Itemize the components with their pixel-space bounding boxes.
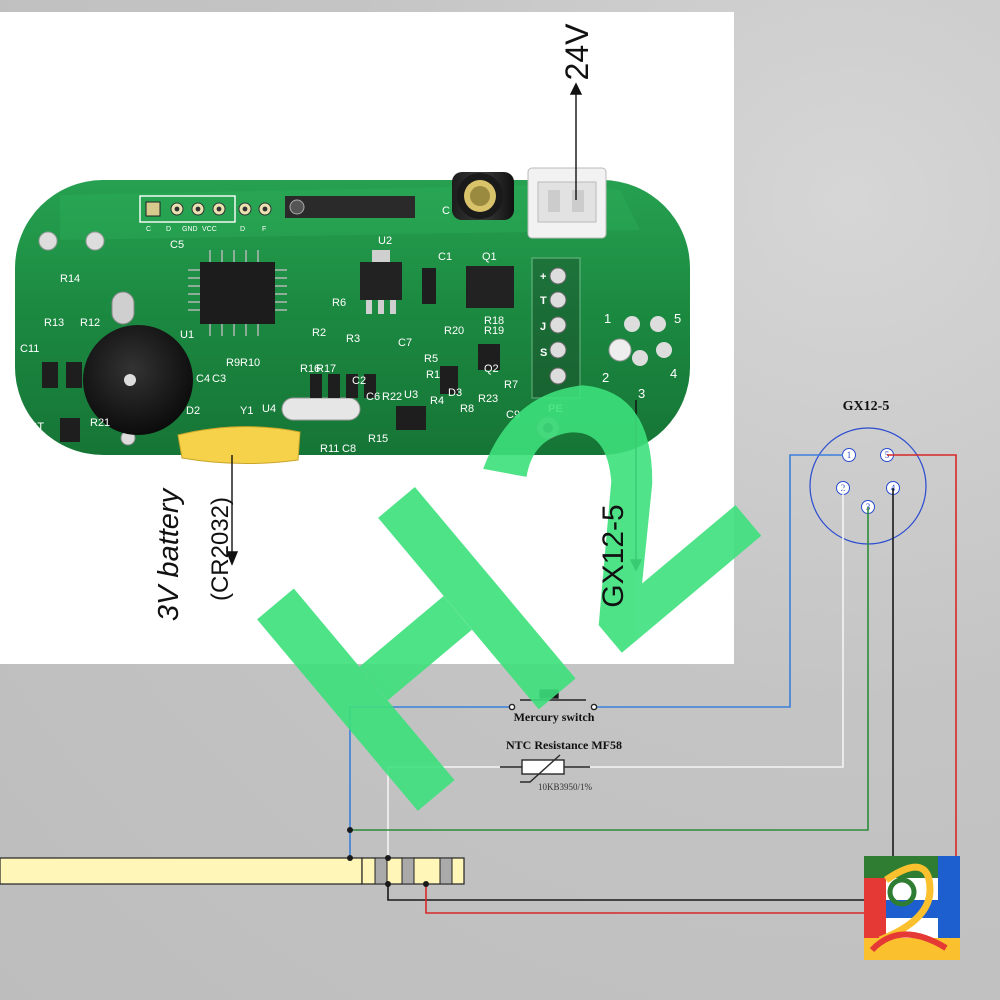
- svg-text:4: 4: [670, 366, 677, 381]
- buzzer: [83, 325, 193, 435]
- svg-text:Q1: Q1: [482, 251, 497, 263]
- pcb-designators: C5 R14 R13 R12 C11 U1 R10 R9 C3 C4 D2 BT…: [20, 205, 520, 455]
- svg-text:U4: U4: [262, 403, 276, 415]
- svg-text:+: +: [540, 271, 546, 283]
- svg-text:D2: D2: [186, 405, 200, 417]
- svg-text:2: 2: [602, 370, 609, 385]
- svg-text:U1: U1: [180, 329, 194, 341]
- svg-text:R22: R22: [382, 391, 402, 403]
- wire-junction-dots: [347, 827, 429, 887]
- voltage-regulator: [360, 250, 402, 314]
- svg-text:R9: R9: [226, 357, 240, 369]
- svg-text:D: D: [240, 226, 245, 233]
- wire-green: [350, 507, 869, 831]
- svg-text:3: 3: [638, 386, 645, 401]
- svg-text:C: C: [146, 226, 151, 233]
- microcontroller-chip: [188, 250, 287, 336]
- label-gx12-5-photo: GX12-5: [597, 504, 630, 608]
- connector-title: GX12-5: [843, 399, 890, 414]
- svg-text:C3: C3: [212, 373, 226, 385]
- svg-text:R5: R5: [424, 353, 438, 365]
- svg-text:R13: R13: [44, 317, 64, 329]
- svg-text:VCC: VCC: [202, 226, 217, 233]
- svg-text:BT: BT: [30, 421, 44, 433]
- svg-text:C2: C2: [352, 375, 366, 387]
- transistor-q1: [466, 266, 514, 308]
- header-pins: [139, 195, 272, 223]
- svg-text:C: C: [442, 205, 450, 217]
- svg-text:R18: R18: [484, 315, 504, 327]
- svg-text:R15: R15: [368, 433, 388, 445]
- label-cr2032: (CR2032): [207, 496, 234, 602]
- ntc-thermistor-symbol: [500, 754, 590, 783]
- svg-text:R11: R11: [320, 443, 339, 455]
- mercury-switch-label: Mercury switch: [514, 710, 595, 724]
- svg-text:R17: R17: [316, 363, 336, 375]
- svg-text:C7: C7: [398, 337, 412, 349]
- svg-text:C6: C6: [366, 391, 380, 403]
- smd-components: [42, 268, 500, 442]
- svg-text:R6: R6: [332, 297, 346, 309]
- temperature-probe: [0, 857, 465, 885]
- svg-text:S: S: [540, 347, 547, 359]
- svg-text:U2: U2: [378, 235, 392, 247]
- svg-text:F: F: [262, 226, 266, 233]
- electrolytic-capacitor: [452, 172, 514, 220]
- svg-text:R7: R7: [504, 379, 518, 391]
- svg-text:Y1: Y1: [240, 405, 253, 417]
- label-3v-battery: 3V battery: [153, 488, 185, 622]
- svg-text:R8: R8: [460, 403, 474, 415]
- battery-holder: [177, 426, 301, 465]
- svg-text:1: 1: [847, 450, 852, 460]
- svg-text:C5: C5: [170, 239, 184, 251]
- gx12-pin-numbers: 1 5 2 4 3: [841, 450, 896, 512]
- svg-text:GND: GND: [182, 226, 198, 233]
- svg-text:5: 5: [674, 311, 681, 326]
- wire-white: [590, 488, 844, 768]
- svg-text:R21: R21: [90, 417, 110, 429]
- pcb-silk-header-labels: C D GND VCC D F: [146, 226, 266, 233]
- svg-text:R4: R4: [430, 395, 444, 407]
- svg-text:T: T: [540, 295, 547, 307]
- wire-blue: [596, 454, 843, 708]
- wire-red: [425, 454, 957, 914]
- svg-text:U3: U3: [404, 389, 418, 401]
- svg-text:R1: R1: [426, 369, 440, 381]
- svg-text:C8: C8: [342, 443, 356, 455]
- svg-text:C1: C1: [438, 251, 452, 263]
- terminal-strip: [531, 257, 581, 399]
- gx12-pcb-pads: [608, 316, 672, 366]
- svg-text:R14: R14: [60, 273, 80, 285]
- svg-text:C11: C11: [20, 343, 39, 355]
- gx12-pcb-pin-numbers: 1 5 2 4 3: [602, 311, 681, 401]
- svg-text:R12: R12: [80, 317, 100, 329]
- svg-text:C4: C4: [196, 373, 210, 385]
- power-connector-24v: [527, 167, 607, 239]
- svg-text:D3: D3: [448, 387, 462, 399]
- label-24v: 24V: [559, 23, 595, 81]
- h2-logo: [864, 856, 960, 960]
- svg-text:Q2: Q2: [484, 363, 499, 375]
- svg-text:R3: R3: [346, 333, 360, 345]
- crystal-oscillator: [281, 397, 361, 421]
- display-pin-row: [285, 196, 415, 218]
- svg-text:D: D: [166, 226, 171, 233]
- h2-watermark: [257, 385, 762, 811]
- svg-text:1: 1: [604, 311, 611, 326]
- svg-text:R19: R19: [484, 325, 504, 337]
- wires: [349, 454, 957, 914]
- wire-black: [387, 488, 894, 901]
- ntc-label: NTC Resistance MF58: [506, 738, 622, 752]
- svg-text:J: J: [540, 321, 546, 333]
- pcb-board: C D GND VCC D F: [15, 167, 690, 465]
- svg-text:R23: R23: [478, 393, 498, 405]
- ntc-spec: 10KB3950/1%: [538, 782, 593, 792]
- svg-text:R10: R10: [240, 357, 260, 369]
- svg-text:R20: R20: [444, 325, 464, 337]
- svg-text:R2: R2: [312, 327, 326, 339]
- svg-text:R16: R16: [300, 363, 320, 375]
